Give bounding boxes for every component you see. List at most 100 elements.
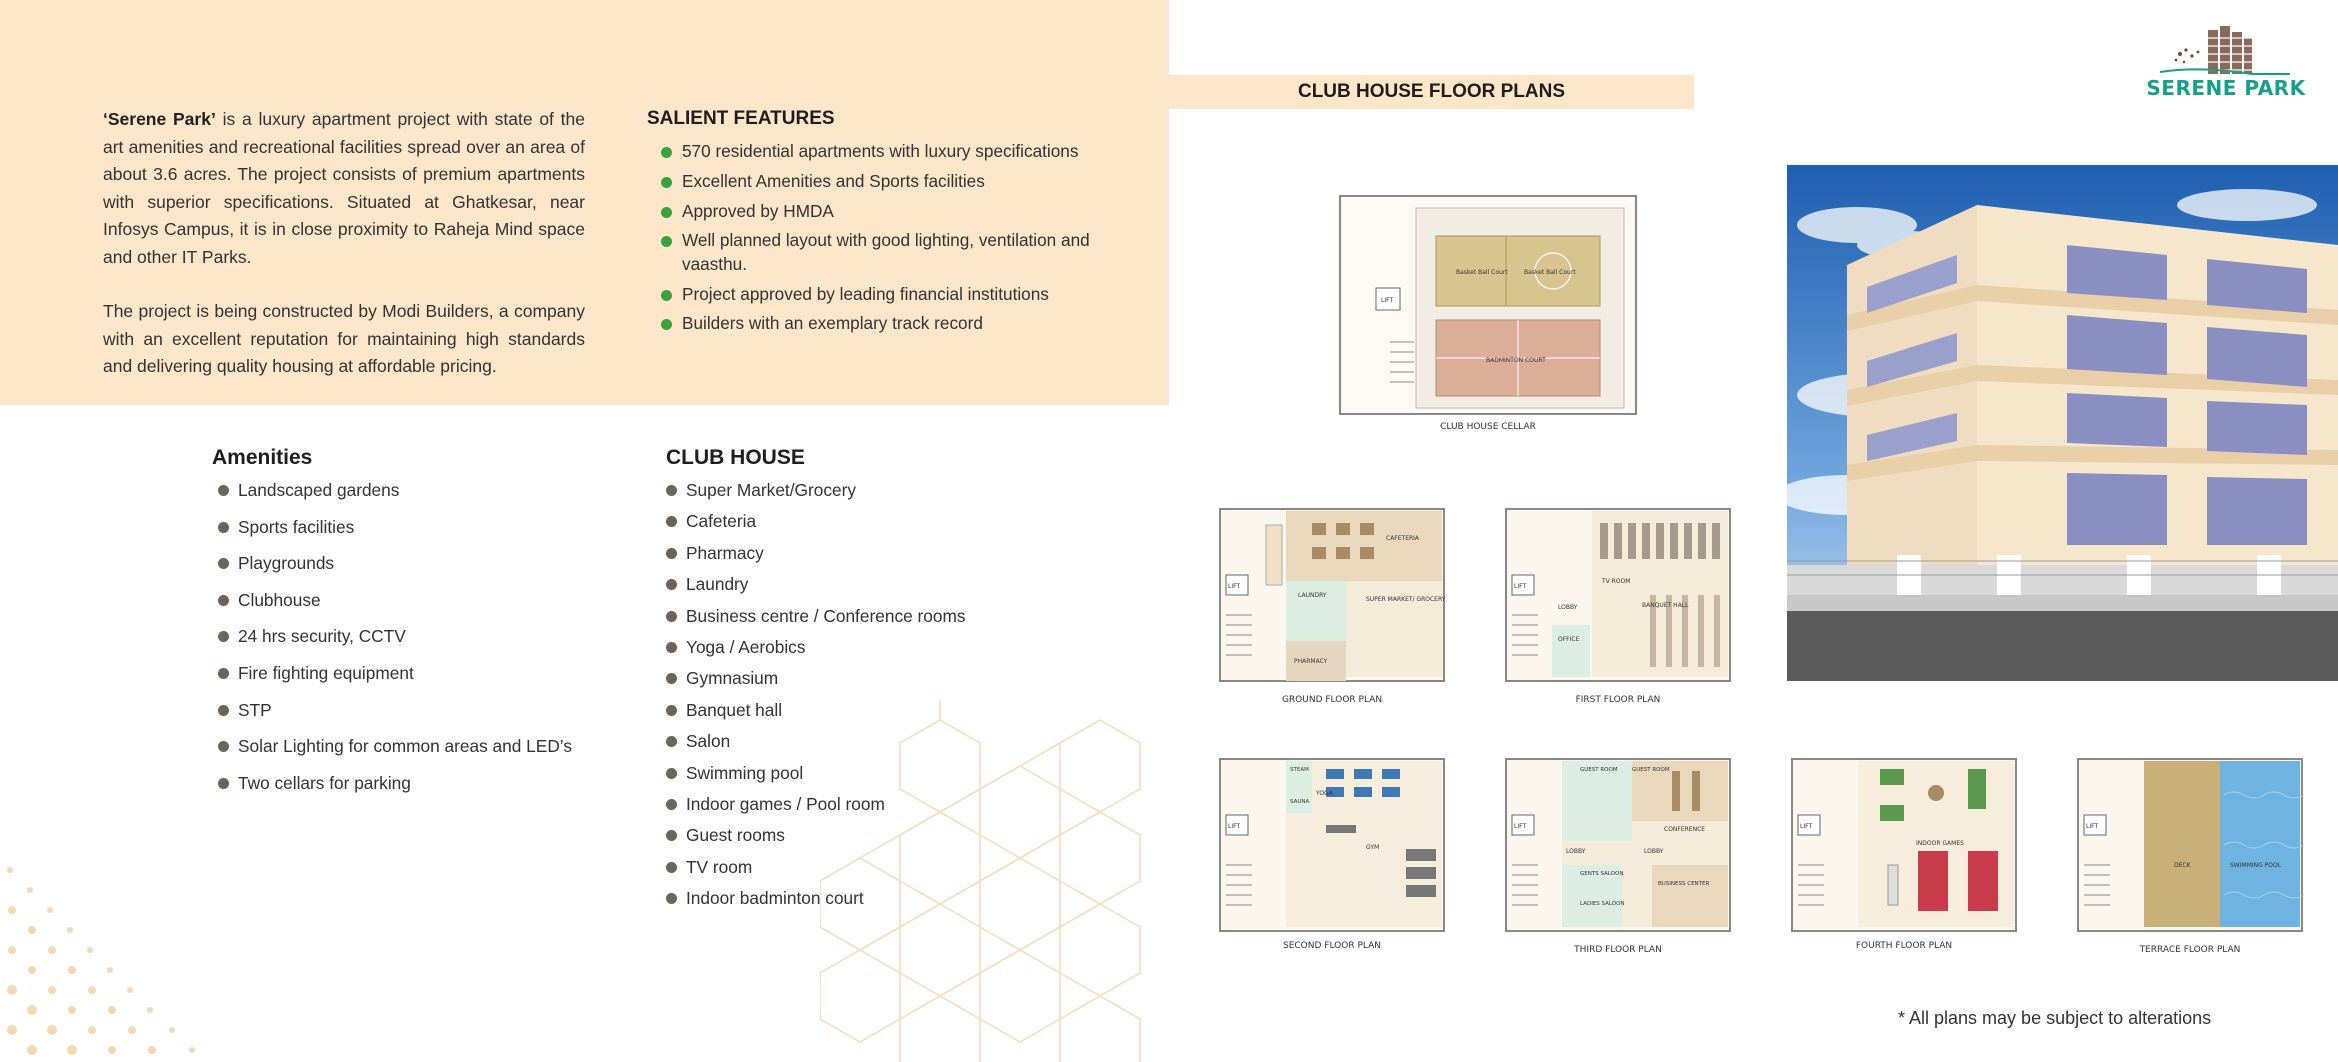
room-label: LIFT [1228, 583, 1240, 590]
list-item: Fire fighting equipment [212, 662, 612, 684]
clubhouse-section: CLUB HOUSE Super Market/Grocery Cafeteri… [666, 446, 1086, 918]
room-label: PHARMACY [1294, 658, 1328, 665]
list-item: Landscaped gardens [212, 479, 612, 501]
plan-label: GROUND FLOOR PLAN [1281, 695, 1383, 705]
list-item: Indoor badminton court [666, 887, 1086, 909]
room-label: STEAM [1290, 767, 1309, 773]
clubhouse-list: Super Market/Grocery Cafeteria Pharmacy … [666, 479, 1086, 909]
second-floor-plan: LIFT STEAM SAUNA YOGA GYM SECOND FLOOR P… [1216, 755, 1448, 951]
amenities-title: Amenities [212, 446, 313, 469]
fourth-floor-drawing: LIFT INDOOR GAMES [1791, 758, 2017, 932]
room-label: TV ROOM [1601, 578, 1630, 585]
list-item: 24 hrs security, CCTV [212, 625, 612, 647]
list-item: Indoor games / Pool room [666, 793, 1086, 815]
list-item: Salon [666, 730, 1086, 752]
list-item: Business centre / Conference rooms [666, 605, 1086, 627]
terrace-floor-drawing: LIFT DECK SWIMMING POOL [2077, 758, 2305, 932]
list-item: Yoga / Aerobics [666, 636, 1086, 658]
room-label: BANQUET HALL [1642, 602, 1689, 609]
list-item: Clubhouse [212, 589, 612, 611]
amenities-section: Amenities Landscaped gardens Sports faci… [212, 446, 612, 808]
dot-pattern [7, 867, 195, 1055]
room-label: LOBBY [1558, 604, 1578, 611]
fourth-floor-plan: LIFT INDOOR GAMES FOURTH FLOOR PLAN [1788, 755, 2020, 951]
list-item: Builders with an exemplary track record [647, 312, 1107, 336]
room-label: Basket Ball Court [1456, 269, 1508, 276]
room-label: INDOOR GAMES [1916, 840, 1964, 847]
room-label: LIFT [1514, 583, 1526, 590]
intro-background-band [0, 0, 1169, 405]
plan-label: FOURTH FLOOR PLAN [1855, 941, 1953, 951]
room-label: LOBBY [1644, 848, 1664, 855]
list-item: Sports facilities [212, 516, 612, 538]
room-label: LIFT [1381, 297, 1393, 304]
list-item: Two cellars for parking [212, 772, 612, 794]
floor-plans-title: CLUB HOUSE FLOOR PLANS [1169, 75, 1694, 109]
list-item: Guest rooms [666, 824, 1086, 846]
list-item: Gymnasium [666, 667, 1086, 689]
first-floor-drawing: LIFT TV ROOM LOBBY BANQUET HALL OFFICE [1505, 508, 1731, 682]
hexagon-pattern [820, 700, 1141, 1062]
project-name: ‘Serene Park’ [103, 109, 216, 129]
room-label: GUEST ROOM [1580, 767, 1618, 773]
cellar-plan-drawing: Basket Ball Court Basket Ball Court BADM… [1339, 195, 1637, 415]
room-label: SWIMMING POOL [2230, 862, 2282, 869]
room-label: LADIES SALOON [1580, 901, 1625, 907]
second-floor-drawing: LIFT STEAM SAUNA YOGA GYM [1219, 758, 1445, 932]
club-house-cellar-plan: Basket Ball Court Basket Ball Court BADM… [1336, 192, 1640, 432]
list-item: Playgrounds [212, 552, 612, 574]
room-label: DECK [2174, 862, 2192, 869]
plan-label: CLUB HOUSE CELLAR [1440, 422, 1536, 432]
description-text: is a luxury apartment project with state… [103, 109, 585, 267]
salient-features-title: SALIENT FEATURES [647, 108, 835, 129]
description-paragraph-2: The project is being constructed by Modi… [103, 301, 585, 376]
list-item: Well planned layout with good lighting, … [647, 229, 1107, 276]
room-label: GUEST ROOM [1632, 767, 1670, 773]
list-item: Cafeteria [666, 510, 1086, 532]
room-label: YOGA [1315, 790, 1334, 797]
room-label: SAUNA [1290, 799, 1309, 805]
ground-floor-plan: LIFT CAFETERIA LAUNDRY SUPER MARKET/ GRO… [1216, 505, 1448, 705]
salient-features: SALIENT FEATURES 570 residential apartme… [647, 108, 1107, 342]
plan-label: SECOND FLOOR PLAN [1283, 941, 1381, 951]
project-description: ‘Serene Park’ is a luxury apartment proj… [103, 106, 585, 381]
room-label: GENTS SALOON [1580, 871, 1623, 877]
description-paragraph-1: ‘Serene Park’ is a luxury apartment proj… [103, 106, 585, 271]
room-label: OFFICE [1558, 636, 1580, 643]
ground-floor-drawing: LIFT CAFETERIA LAUNDRY SUPER MARKET/ GRO… [1219, 508, 1446, 682]
salient-features-list: 570 residential apartments with luxury s… [647, 140, 1107, 336]
room-label: LAUNDRY [1298, 592, 1327, 599]
list-item: Pharmacy [666, 542, 1086, 564]
room-label: BADMINTON COURT [1486, 357, 1546, 364]
logo-building-icon [2159, 26, 2290, 75]
list-item: Laundry [666, 573, 1086, 595]
plan-label: THIRD FLOOR PLAN [1574, 945, 1662, 955]
logo-text: SERENE PARK [2146, 76, 2306, 100]
room-label: LOBBY [1566, 848, 1586, 855]
plan-label: FIRST FLOOR PLAN [1575, 695, 1661, 705]
room-label: LIFT [1800, 823, 1812, 830]
room-label: LIFT [1514, 823, 1526, 830]
clubhouse-building-render [1787, 165, 2338, 681]
list-item: Swimming pool [666, 762, 1086, 784]
room-label: CAFETERIA [1386, 535, 1420, 542]
list-item: Solar Lighting for common areas and LED’… [212, 735, 612, 757]
amenities-list: Landscaped gardens Sports facilities Pla… [212, 479, 612, 794]
third-floor-plan: LIFT GUEST ROOM GUEST ROOM CONFERENCE LO… [1502, 755, 1734, 955]
room-label: LIFT [2086, 823, 2098, 830]
room-label: LIFT [1228, 823, 1240, 830]
serene-park-logo: SERENE PARK [2140, 26, 2312, 102]
room-label: CONFERENCE [1664, 826, 1705, 833]
clubhouse-title: CLUB HOUSE [666, 446, 805, 469]
list-item: Banquet hall [666, 699, 1086, 721]
first-floor-plan: LIFT TV ROOM LOBBY BANQUET HALL OFFICE F… [1502, 505, 1734, 705]
list-item: Project approved by leading financial in… [647, 283, 1107, 307]
list-item: STP [212, 699, 612, 721]
room-label: GYM [1366, 844, 1379, 851]
room-label: SUPER MARKET/ GROCERY [1366, 596, 1446, 603]
list-item: Excellent Amenities and Sports facilitie… [647, 170, 1107, 194]
list-item: Super Market/Grocery [666, 479, 1086, 501]
list-item: Approved by HMDA [647, 200, 1107, 224]
plan-label: TERRACE FLOOR PLAN [2139, 945, 2241, 955]
room-label: Basket Ball Court [1524, 269, 1576, 276]
